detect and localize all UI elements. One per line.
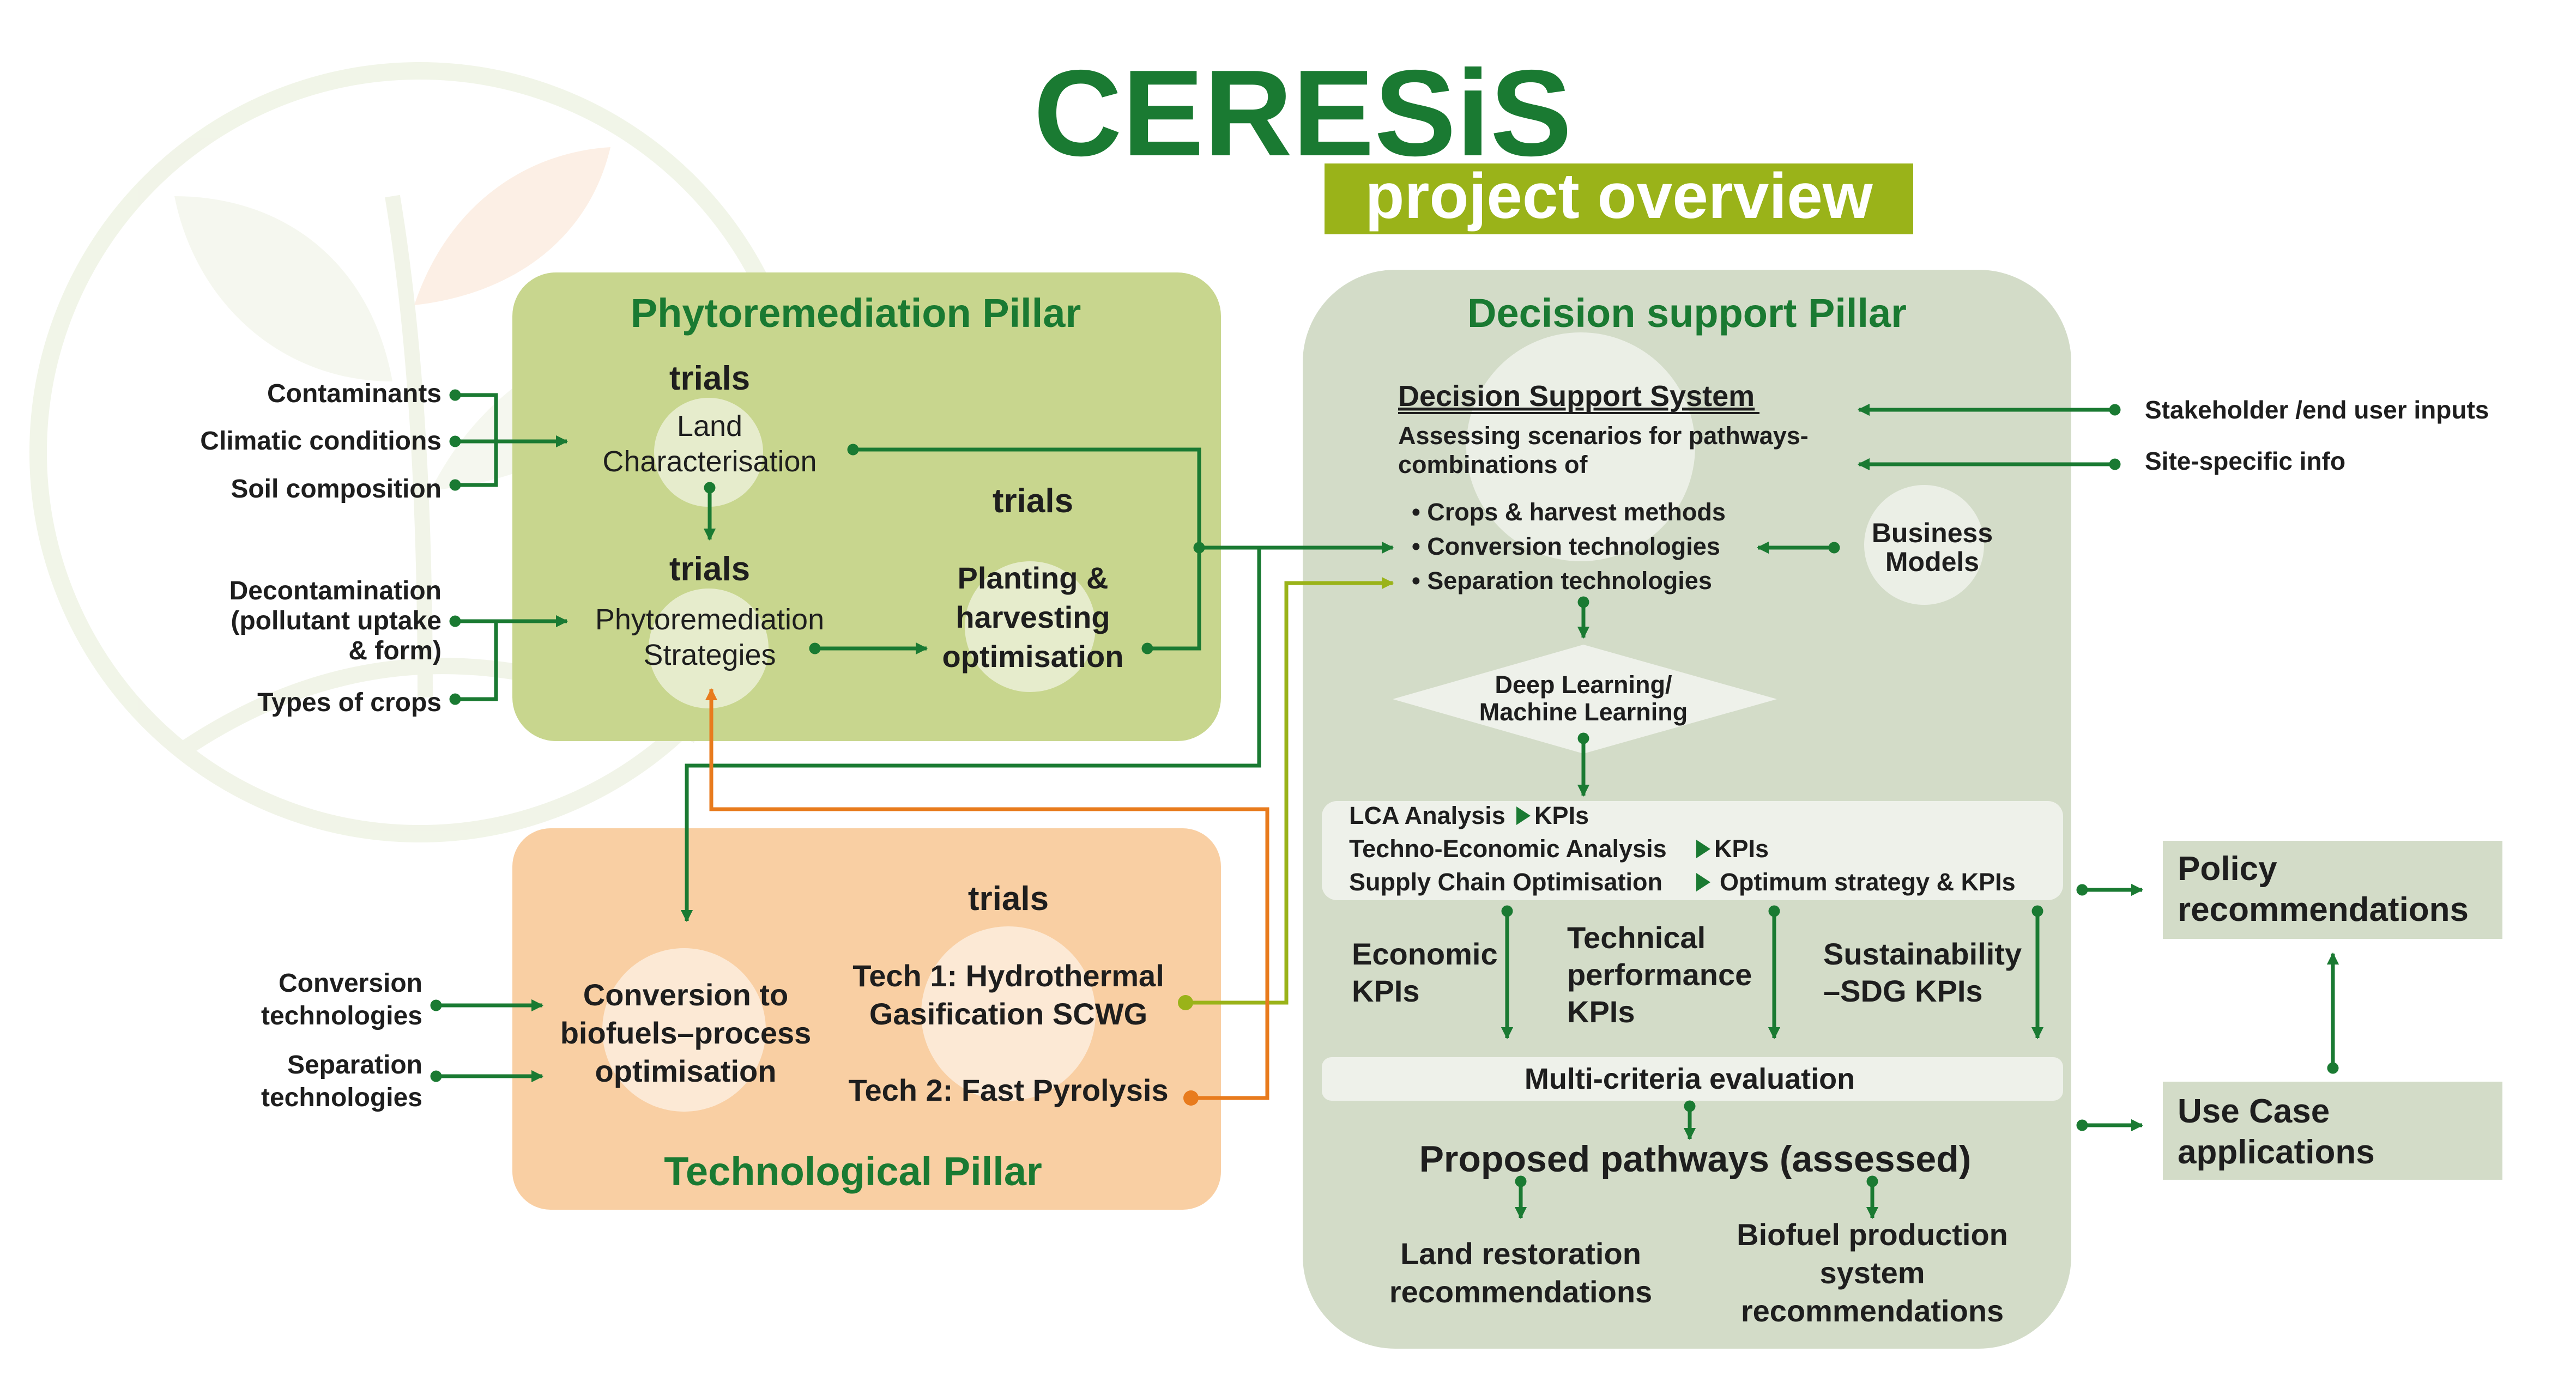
phyto-strategies-line1: Phytoremediation — [595, 603, 824, 636]
tech-trials-label: trials — [968, 880, 1049, 918]
tech1-to-dss-connector — [1186, 577, 1394, 1005]
mce-panel — [1322, 1057, 2063, 1101]
tea-label: Techno-Economic Analysis — [1349, 835, 1667, 863]
input-separation-tech-line2: technologies — [261, 1083, 422, 1112]
trials-label-2: trials — [669, 550, 750, 588]
dl-ml-line1: Deep Learning/ — [1495, 671, 1672, 699]
tech1-line2: Gasification SCWG — [869, 997, 1147, 1031]
tech1-line1: Tech 1: Hydrothermal — [852, 959, 1164, 993]
land-characterisation-line2: Characterisation — [602, 445, 817, 478]
dss-bullet-separation: • Separation technologies — [1412, 567, 1712, 595]
project-title: CERESiS — [1033, 44, 1572, 181]
phyto-strategies-line2: Strategies — [643, 639, 776, 671]
business-models-line1: Business — [1872, 518, 1993, 548]
policy-box — [2163, 841, 2502, 939]
conversion-line2: biofuels–process — [560, 1016, 812, 1050]
biofuel-rec-line2: system — [1819, 1255, 1925, 1290]
land-characterisation-line1: Land — [677, 410, 742, 442]
sco-result: Optimum strategy & KPIs — [1720, 868, 2016, 896]
sustainability-kpis-line1: Sustainability — [1823, 937, 2022, 971]
input-separation-tech-line1: Separation — [287, 1051, 422, 1079]
tech2-to-strategies-connector — [705, 688, 1269, 1100]
planting-line3: optimisation — [942, 639, 1124, 674]
technical-kpis-line2: performance — [1567, 957, 1752, 992]
lca-arrow — [1516, 806, 1531, 825]
tea-result: KPIs — [1714, 835, 1769, 863]
tech2-connector-dot — [1183, 1090, 1199, 1106]
business-models-line2: Models — [1885, 547, 1979, 577]
input-soil-composition: Soil composition — [231, 475, 442, 504]
input-contaminants: Contaminants — [267, 379, 442, 408]
tech2-label: Tech 2: Fast Pyrolysis — [848, 1073, 1168, 1107]
sco-arrow — [1696, 873, 1710, 891]
conversion-line3: optimisation — [595, 1054, 777, 1088]
economic-kpis-line1: Economic — [1352, 937, 1498, 971]
dl-ml-line2: Machine Learning — [1479, 698, 1688, 726]
land-rec-line1: Land restoration — [1400, 1236, 1641, 1271]
technical-kpis-line1: Technical — [1567, 920, 1706, 955]
conversion-line1: Conversion to — [583, 978, 788, 1012]
land-rec-line2: recommendations — [1389, 1275, 1652, 1309]
use-case-box — [2163, 1082, 2502, 1180]
tech-pillar-title: Technological Pillar — [664, 1149, 1042, 1194]
dss-desc-line2: combinations of — [1398, 451, 1588, 478]
planting-line1: Planting & — [958, 561, 1109, 595]
input-climatic-conditions: Climatic conditions — [200, 427, 442, 456]
proposed-pathways: Proposed pathways (assessed) — [1419, 1138, 1972, 1180]
decorative-circles — [602, 332, 1984, 1112]
analysis-panel — [1322, 801, 2063, 900]
trials-label-1: trials — [669, 360, 750, 397]
lca-result: KPIs — [1534, 802, 1589, 829]
economic-kpis-line2: KPIs — [1352, 974, 1420, 1008]
use-case-line1: Use Case — [2178, 1093, 2330, 1130]
input-decontamination-line3: & form) — [348, 636, 442, 665]
site-specific-input: Site-specific info — [2145, 447, 2345, 475]
subtitle-band — [1325, 163, 1913, 234]
phyto-pillar-title: Phytoremediation Pillar — [631, 290, 1081, 336]
input-conversion-tech-line1: Conversion — [279, 969, 422, 998]
input-decontamination-line2: (pollutant uptake — [231, 606, 442, 635]
sustainability-kpis-line2: –SDG KPIs — [1823, 974, 1983, 1008]
stakeholder-input: Stakeholder /end user inputs — [2145, 396, 2489, 424]
dss-heading: Decision Support System — [1398, 380, 1755, 413]
technological-pillar — [512, 828, 1221, 1210]
input-types-of-crops: Types of crops — [257, 688, 442, 717]
tech1-connector-dot — [1178, 995, 1193, 1010]
policy-line1: Policy — [2178, 850, 2277, 888]
technical-kpis-line3: KPIs — [1567, 994, 1635, 1029]
dss-pillar-title: Decision support Pillar — [1467, 290, 1907, 336]
dss-desc-line1: Assessing scenarios for pathways- — [1398, 422, 1809, 450]
policy-line2: recommendations — [2178, 891, 2469, 929]
input-decontamination-line1: Decontamination — [229, 577, 442, 605]
use-case-line2: applications — [2178, 1133, 2375, 1171]
mce-label: Multi-criteria evaluation — [1525, 1063, 1855, 1095]
dss-bullet-conversion: • Conversion technologies — [1412, 532, 1720, 560]
dl-ml-diamond — [1393, 645, 1777, 754]
tea-arrow — [1696, 840, 1710, 858]
biofuel-rec-line3: recommendations — [1741, 1294, 2004, 1328]
lca-analysis-label: LCA Analysis — [1349, 802, 1505, 829]
biofuel-rec-line1: Biofuel production — [1737, 1217, 2008, 1252]
planting-line2: harvesting — [956, 600, 1110, 634]
project-subtitle: project overview — [1365, 160, 1873, 232]
dss-bullet-crops: • Crops & harvest methods — [1412, 498, 1726, 526]
sco-label: Supply Chain Optimisation — [1349, 868, 1662, 896]
input-conversion-tech-line2: technologies — [261, 1002, 422, 1030]
green-connectors — [430, 389, 2339, 1220]
trials-label-3: trials — [993, 482, 1073, 520]
